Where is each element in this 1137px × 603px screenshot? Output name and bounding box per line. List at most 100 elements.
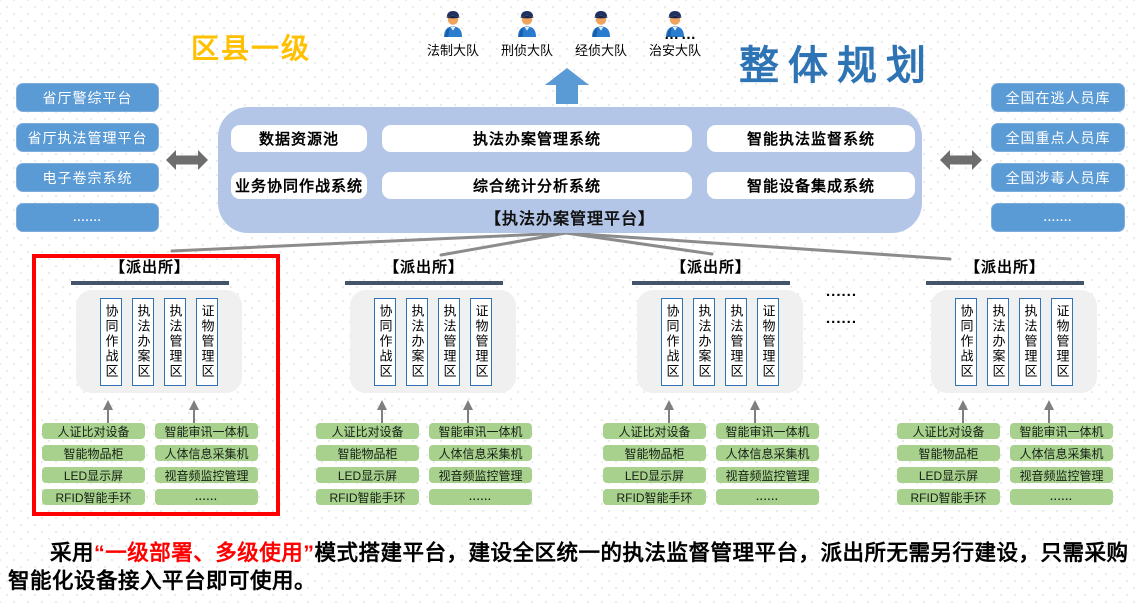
department-item: 法制大队 [421, 8, 485, 59]
police-officer-icon [444, 11, 462, 37]
up-arrow-icon [1044, 400, 1054, 423]
device-box: RFID智能手环 [603, 489, 706, 505]
device-box: 智能审讯一体机 [429, 423, 532, 439]
summary-prefix: 采用 [50, 541, 95, 565]
platform-module-box: 智能执法监督系统 [707, 125, 915, 152]
platform-module-box: 智能设备集成系统 [707, 172, 915, 199]
device-box: ...... [155, 489, 258, 505]
station-zones-panel: 协同作战区执法办案区执法管理区证物管理区 [76, 290, 242, 393]
zone-box: 协同作战区 [374, 297, 396, 386]
device-box: 人证比对设备 [603, 423, 706, 439]
station-title: 【派出所】 [670, 259, 751, 276]
zone-box: 协同作战区 [661, 297, 683, 386]
station-title-rule [926, 281, 1084, 285]
department-item: 刑侦大队 [495, 8, 559, 59]
station-zones-panel: 协同作战区执法办案区执法管理区证物管理区 [931, 290, 1097, 393]
police-officer-icon [592, 11, 610, 37]
zone-box: 证物管理区 [1051, 297, 1073, 386]
device-box: LED显示屏 [316, 467, 419, 483]
police-station-group: 【派出所】协同作战区执法办案区执法管理区证物管理区人证比对设备智能审讯一体机智能… [316, 256, 532, 508]
zone-box: 执法管理区 [164, 297, 186, 386]
platform-label: 【执法办案管理平台】 [484, 211, 655, 228]
right-database-box: 全国在逃人员库 [991, 83, 1125, 112]
device-box: 视音频监控管理 [155, 467, 258, 483]
department-item: 治安大队 [643, 8, 707, 59]
device-box: ...... [429, 489, 532, 505]
device-box: 智能物品柜 [42, 445, 145, 461]
up-block-arrow-icon [545, 68, 589, 104]
zone-box: 执法办案区 [987, 297, 1009, 386]
device-box: RFID智能手环 [42, 489, 145, 505]
department-item: 经侦大队 [569, 8, 633, 59]
up-arrow-icon [189, 400, 199, 423]
station-title: 【派出所】 [383, 259, 464, 276]
up-arrow-icon [664, 400, 674, 423]
police-station-group: 【派出所】协同作战区执法办案区执法管理区证物管理区人证比对设备智能审讯一体机智能… [897, 256, 1113, 508]
device-box: 人体信息采集机 [155, 445, 258, 461]
device-box: RFID智能手环 [897, 489, 1000, 505]
device-box: 智能物品柜 [316, 445, 419, 461]
device-box: 人证比对设备 [897, 423, 1000, 439]
up-arrow-icon [103, 400, 113, 423]
right-double-arrow-icon [940, 150, 982, 170]
overall-plan-title: 整体规划 [739, 44, 935, 88]
platform-module-box: 业务协同作战系统 [231, 172, 367, 199]
device-box: 视音频监控管理 [429, 467, 532, 483]
device-box: 视音频监控管理 [716, 467, 819, 483]
zone-box: 执法办案区 [132, 297, 154, 386]
summary-highlight: “一级部署、多级使用” [94, 541, 315, 565]
national-databases-column: 全国在逃人员库全国重点人员库全国涉毒人员库....... [991, 83, 1125, 232]
platform-module-box: 综合统计分析系统 [382, 172, 692, 199]
department-label: 刑侦大队 [500, 43, 553, 58]
zone-box: 证物管理区 [196, 297, 218, 386]
zone-box: 证物管理区 [757, 297, 779, 386]
departments-more-dots: …… [664, 26, 698, 43]
station-title: 【派出所】 [109, 259, 190, 276]
up-arrow-icon [377, 400, 387, 423]
station-devices-grid: 人证比对设备智能审讯一体机智能物品柜人体信息采集机 LED显示屏视音频监控管理 RF… [42, 423, 258, 505]
zone-box: 执法管理区 [1019, 297, 1041, 386]
zone-box: 执法管理区 [438, 297, 460, 386]
left-system-box: 省厅执法管理平台 [16, 123, 159, 152]
device-box: LED显示屏 [42, 467, 145, 483]
department-label: 治安大队 [648, 43, 701, 58]
zone-box: 协同作战区 [955, 297, 977, 386]
zone-box: 执法办案区 [406, 297, 428, 386]
zone-box: 证物管理区 [470, 297, 492, 386]
more-stations-dots: ...... [826, 283, 858, 300]
platform-modules-grid: 数据资源池执法办案管理系统智能执法监督系统业务协同作战系统综合统计分析系统智能设… [231, 125, 915, 199]
station-title-rule [345, 281, 503, 285]
right-database-box: ....... [991, 203, 1125, 232]
right-database-box: 全国重点人员库 [991, 123, 1125, 152]
departments-row: 法制大队 刑侦大队 经侦大队 治安大队 [421, 8, 707, 59]
police-station-group: 【派出所】协同作战区执法办案区执法管理区证物管理区人证比对设备智能审讯一体机智能… [603, 256, 819, 508]
zone-box: 执法办案区 [693, 297, 715, 386]
region-level-title: 区县一级 [191, 33, 312, 64]
platform-container: 数据资源池执法办案管理系统智能执法监督系统业务协同作战系统综合统计分析系统智能设… [218, 107, 922, 233]
up-arrow-icon [750, 400, 760, 423]
zone-box: 协同作战区 [100, 297, 122, 386]
device-box: 智能审讯一体机 [716, 423, 819, 439]
device-box: 人体信息采集机 [429, 445, 532, 461]
provincial-systems-column: 省厅警综平台省厅执法管理平台电子卷宗系统....... [16, 83, 159, 232]
police-station-group: 【派出所】协同作战区执法办案区执法管理区证物管理区人证比对设备智能审讯一体机智能… [42, 256, 258, 508]
department-label: 经侦大队 [574, 43, 627, 58]
station-title: 【派出所】 [964, 259, 1045, 276]
summary-paragraph: 采用“一级部署、多级使用”模式搭建平台，建设全区统一的执法监督管理平台，派出所无… [8, 540, 1129, 595]
station-zones-panel: 协同作战区执法办案区执法管理区证物管理区 [637, 290, 803, 393]
station-title-rule [632, 281, 790, 285]
police-officer-icon [666, 11, 684, 37]
device-box: 智能审讯一体机 [1010, 423, 1113, 439]
station-title-rule [71, 281, 229, 285]
station-zones-panel: 协同作战区执法办案区执法管理区证物管理区 [350, 290, 516, 393]
zone-box: 执法管理区 [725, 297, 747, 386]
up-arrow-icon [958, 400, 968, 423]
device-box: 人证比对设备 [42, 423, 145, 439]
device-box: 智能审讯一体机 [155, 423, 258, 439]
department-label: 法制大队 [426, 43, 479, 58]
device-box: 智能物品柜 [603, 445, 706, 461]
up-arrow-icon [463, 400, 473, 423]
